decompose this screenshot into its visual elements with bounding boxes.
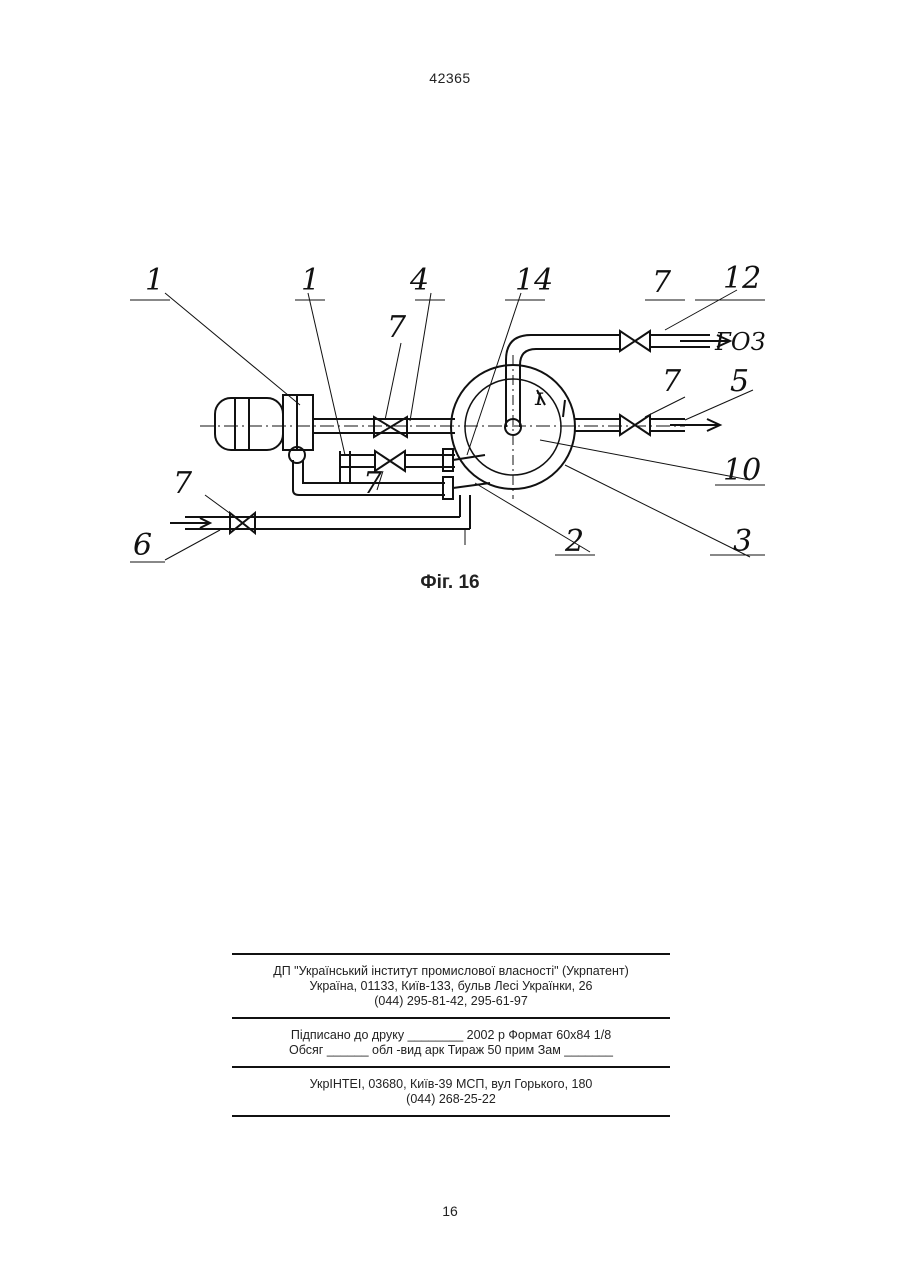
divider [232, 1115, 670, 1117]
publisher-info: ДП "Український інститут промислової вла… [232, 955, 670, 1017]
print-details-line-1: Підписано до друку ________ 2002 р Форма… [232, 1028, 670, 1043]
callout-7-inlet: 7 [173, 466, 193, 501]
figure-caption: Фіг. 16 [0, 572, 900, 594]
publisher-line-1: ДП "Український інститут промислової вла… [232, 964, 670, 979]
page-number: 16 [0, 1203, 900, 1219]
printer-line-2: (044) 268-25-22 [232, 1092, 670, 1107]
callout-1a: 1 [145, 263, 164, 298]
outlet-label: ГОЗ [714, 328, 766, 356]
imprint-block: ДП "Український інститут промислової вла… [232, 953, 670, 1117]
callout-7-lower: 7 [363, 466, 383, 501]
callout-7-upper-left: 7 [387, 310, 407, 345]
callout-4: 4 [409, 263, 429, 298]
callout-1b: 1 [301, 263, 320, 298]
callout-3: 3 [733, 524, 752, 559]
callout-10: 10 [723, 453, 761, 488]
callout-5: 5 [730, 364, 749, 399]
callout-2: 2 [564, 524, 584, 559]
publisher-line-2: Україна, 01133, Київ-133, бульв Лесі Укр… [232, 979, 670, 994]
print-details: Підписано до друку ________ 2002 р Форма… [232, 1019, 670, 1066]
printer-line-1: УкрІНТЕІ, 03680, Київ-39 МСП, вул Горько… [232, 1077, 670, 1092]
document-number: 42365 [0, 70, 900, 86]
technical-drawing: 1 1 4 14 7 12 7 7 5 10 7 7 6 2 3 ГОЗ ɪ [125, 255, 785, 575]
callout-7-top: 7 [652, 265, 672, 300]
callout-14: 14 [515, 263, 553, 298]
callout-6: 6 [133, 528, 152, 563]
callout-7-right: 7 [662, 364, 682, 399]
rotation-mark-1: ɪ [534, 383, 544, 411]
printer-info: УкрІНТЕІ, 03680, Київ-39 МСП, вул Горько… [232, 1068, 670, 1115]
valve-outlet-top [620, 331, 650, 351]
callout-12: 12 [723, 261, 761, 296]
print-details-line-2: Обсяг ______ обл -вид арк Тираж 50 прим … [232, 1043, 670, 1058]
valve-outlet-right [620, 415, 650, 435]
publisher-line-3: (044) 295-81-42, 295-61-97 [232, 994, 670, 1009]
